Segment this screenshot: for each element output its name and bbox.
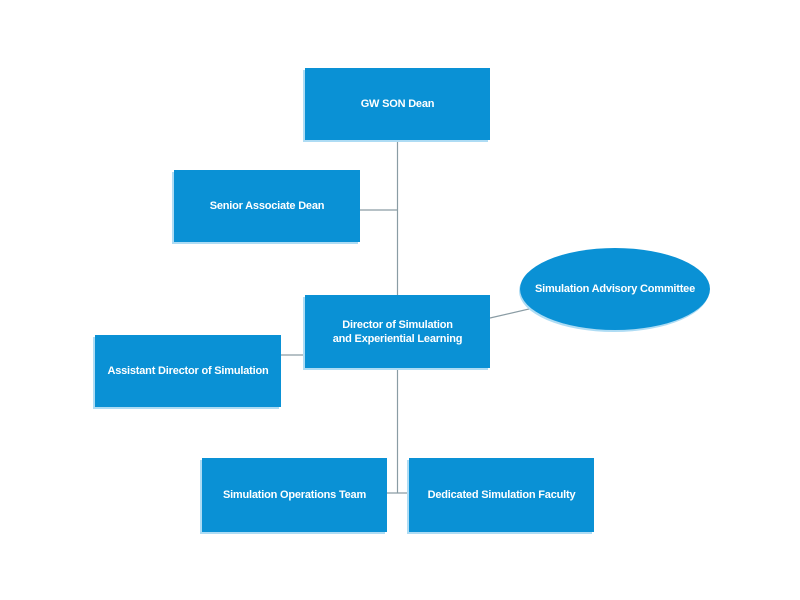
node-senior-associate-dean-label: Senior Associate Dean (209, 200, 325, 212)
node-senior-associate-dean: Senior Associate Dean (174, 170, 360, 242)
node-assistant-director-label: Assistant Director of Simulation (107, 365, 269, 377)
node-gw-son-dean: GW SON Dean (305, 68, 490, 140)
node-director-of-simulation: Director of Simulation and Experiential … (305, 295, 490, 368)
node-simulation-operations-team: Simulation Operations Team (202, 458, 387, 532)
node-dedicated-simulation-faculty: Dedicated Simulation Faculty (409, 458, 594, 532)
node-simulation-operations-team-label: Simulation Operations Team (222, 489, 367, 501)
node-simulation-advisory-committee: Simulation Advisory Committee (520, 248, 710, 330)
node-simulation-advisory-committee-label: Simulation Advisory Committee (534, 283, 696, 295)
node-dedicated-simulation-faculty-label: Dedicated Simulation Faculty (427, 489, 576, 501)
node-gw-son-dean-label: GW SON Dean (360, 98, 435, 110)
node-assistant-director: Assistant Director of Simulation (95, 335, 281, 407)
node-director-of-simulation-label: Director of Simulation and Experiential … (332, 318, 463, 345)
